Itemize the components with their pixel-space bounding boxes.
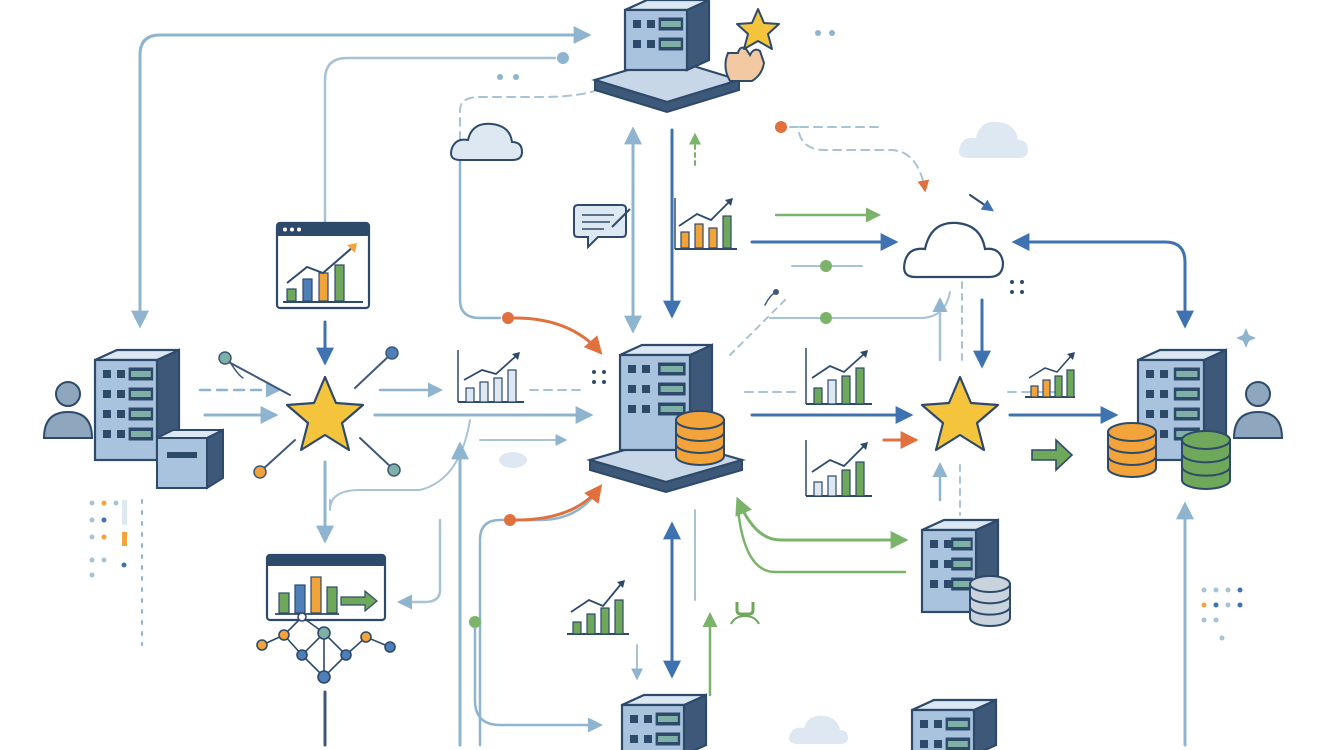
- hub-star-left: [285, 375, 365, 452]
- arrow-orange-to-center-low: [514, 484, 603, 522]
- database-icon: [969, 575, 1011, 627]
- branch-lines-left-star: [224, 354, 393, 471]
- chat-bubble-icon: [573, 204, 631, 250]
- chart-mid-top: [674, 198, 737, 250]
- server-bottom-center: [620, 693, 708, 750]
- database-icon: [1107, 422, 1157, 478]
- arrow-left-to-top: [131, 26, 592, 329]
- arrow-window-left: [397, 518, 442, 610]
- connector-dot: [502, 312, 514, 324]
- chart-mid-right-top: [805, 348, 872, 405]
- branch-node: [253, 465, 267, 479]
- cloud-top-left: [450, 122, 524, 161]
- arrow-cloud-to-center: [458, 158, 502, 320]
- server-left: [93, 348, 224, 490]
- arrow-green-curve-1: [735, 496, 909, 549]
- server-top-center: [591, 0, 743, 114]
- user-right: [1232, 381, 1284, 439]
- small-figure-icon: [730, 602, 760, 625]
- server-lower-right: [920, 518, 1011, 627]
- green-arrow-icon: [1031, 438, 1074, 472]
- hand-star-icon: [724, 8, 780, 82]
- connector-dot: [504, 514, 516, 526]
- line-star-to-center-low: [329, 419, 471, 511]
- chart-right-small: [1025, 352, 1075, 398]
- cloud-top-right: [959, 121, 1028, 158]
- branch-node: [773, 289, 779, 295]
- sparkle-icon: [1236, 328, 1256, 348]
- dashed-orange-to-cloud: [789, 126, 930, 193]
- database-icon: [1181, 430, 1231, 490]
- arrow-cloud-to-right-server: [1011, 233, 1194, 329]
- connector-dot: [820, 312, 832, 324]
- small-curl-arrow: [229, 361, 244, 379]
- arrow-orange-lower: [478, 485, 602, 747]
- arrow-orange-to-center: [513, 316, 603, 355]
- connector-dot: [820, 260, 832, 272]
- connector-dot: [775, 121, 787, 133]
- branch-node: [385, 346, 399, 360]
- cloud-center-right: [903, 221, 1005, 279]
- server-bottom-right: [910, 698, 998, 750]
- decor-dots: [89, 30, 1256, 641]
- server-right: [1107, 348, 1231, 490]
- connector-dot: [469, 616, 481, 628]
- cloud-bottom: [789, 715, 848, 744]
- chart-window-bottom-left: [265, 553, 387, 622]
- network-graph-icon: [256, 612, 396, 684]
- chart-mid-right-bottom: [805, 440, 872, 497]
- user-left: [42, 381, 94, 439]
- dashed-cloud-center: [729, 299, 786, 356]
- arrow-green-curve-2: [736, 508, 907, 574]
- branch-node: [218, 351, 232, 365]
- line-cloud-link: [769, 291, 951, 319]
- connectors: [131, 26, 1194, 747]
- connector-dot: [557, 52, 569, 64]
- arrow-star-to-top: [323, 56, 557, 224]
- dashed-link-top: [459, 79, 613, 141]
- chart-mid-left: [457, 350, 524, 403]
- chart-window-left: [275, 221, 371, 310]
- arrow-bottom-to-center-right: [473, 626, 603, 733]
- small-oval-icon: [499, 452, 527, 468]
- server-center-main: [586, 343, 746, 494]
- hub-star-right: [920, 375, 1000, 452]
- chart-bottom-center: [567, 580, 629, 635]
- small-arrow-icon: [969, 194, 994, 212]
- branch-node: [387, 463, 401, 477]
- database-icon: [675, 410, 725, 466]
